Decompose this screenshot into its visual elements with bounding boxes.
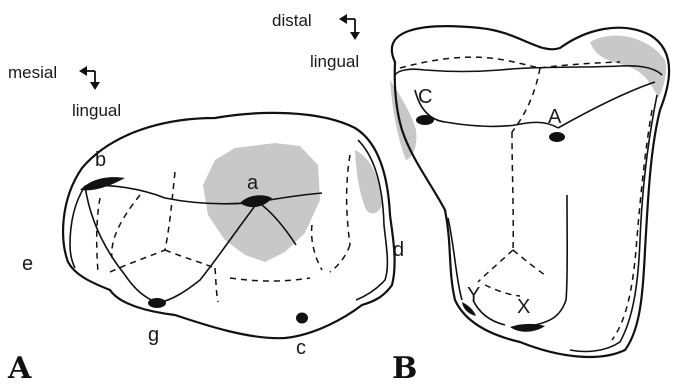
groove-b-4 bbox=[512, 132, 513, 250]
crest-c-a bbox=[415, 90, 558, 128]
groove-b-1 bbox=[400, 57, 540, 68]
label-cusp-a-b: A bbox=[548, 106, 562, 128]
groove-7 bbox=[347, 155, 350, 245]
tooth-b-cingulum bbox=[570, 95, 657, 351]
panel-label-b: B bbox=[392, 351, 417, 385]
label-cusp-y: Y bbox=[467, 284, 480, 306]
groove-8 bbox=[330, 245, 350, 272]
label-cusp-d: d bbox=[393, 239, 404, 261]
groove-4 bbox=[165, 250, 215, 268]
figure-b: C A Y X distal lingual B bbox=[272, 11, 669, 385]
label-cusp-c-b: C bbox=[418, 86, 432, 108]
groove-2 bbox=[165, 172, 175, 250]
tooth-b-inner-margin bbox=[395, 66, 662, 75]
groove-9 bbox=[312, 225, 322, 270]
groove-b-7 bbox=[485, 285, 520, 296]
orientation-label-distal: distal bbox=[272, 11, 312, 30]
label-cusp-e: e bbox=[22, 253, 33, 275]
cusp-tip-g bbox=[148, 298, 166, 308]
groove-3 bbox=[110, 250, 165, 272]
figure-a: b a e d g c mesial lingual A bbox=[7, 63, 404, 385]
orientation-label-lingual-b: lingual bbox=[310, 52, 359, 71]
wear-facet-left bbox=[390, 80, 416, 160]
orientation-compass-b: distal lingual bbox=[272, 11, 360, 71]
cusp-tip-c bbox=[296, 313, 308, 324]
orientation-compass-a: mesial lingual bbox=[8, 63, 121, 120]
crest-b-g bbox=[85, 186, 158, 303]
label-cusp-x: X bbox=[517, 296, 530, 318]
cusp-tip-a-b bbox=[549, 132, 565, 142]
label-cusp-c: c bbox=[296, 337, 306, 359]
label-cusp-a: a bbox=[247, 172, 259, 194]
groove-5 bbox=[215, 268, 218, 302]
crest-b-e bbox=[70, 186, 85, 268]
cusp-tip-c-b bbox=[416, 115, 434, 125]
groove-b-5 bbox=[478, 250, 513, 282]
cusp-tip-x bbox=[510, 324, 545, 332]
wear-facet-distal bbox=[355, 150, 382, 213]
orientation-label-mesial: mesial bbox=[8, 63, 57, 82]
panel-label-a: A bbox=[7, 351, 32, 385]
groove-6 bbox=[230, 278, 310, 281]
groove-b-6 bbox=[513, 250, 545, 275]
cusp-tip-b bbox=[80, 177, 125, 190]
label-cusp-g: g bbox=[148, 324, 159, 346]
orientation-label-lingual-a: lingual bbox=[72, 101, 121, 120]
groove-10 bbox=[112, 195, 140, 258]
label-cusp-b: b bbox=[95, 149, 106, 171]
crest-a-distal-b bbox=[558, 82, 655, 128]
crest-x-lingual bbox=[535, 195, 567, 325]
